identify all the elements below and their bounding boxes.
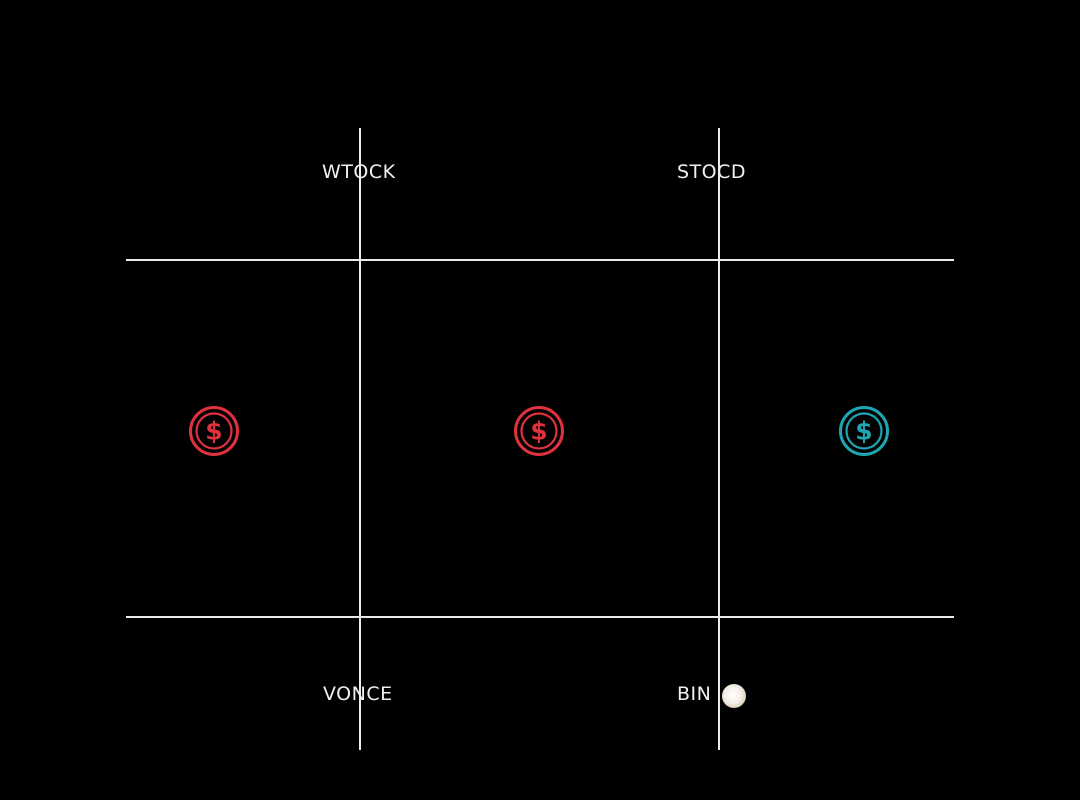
dollar-circle-icon[interactable]: $ (513, 405, 565, 457)
cursor-dot (722, 684, 746, 708)
grid-line-horizontal-top (126, 259, 954, 261)
dollar-circle-icon[interactable]: $ (188, 405, 240, 457)
grid-line-horizontal-bottom (126, 616, 954, 618)
label-top-right: STOCD (677, 161, 747, 183)
label-top-left: WTOCK (322, 161, 396, 183)
grid-line-vertical-right (718, 128, 720, 750)
grid-line-vertical-left (359, 128, 361, 750)
dollar-circle-icon[interactable]: $ (838, 405, 890, 457)
svg-text:$: $ (205, 417, 222, 446)
label-bottom-left: VONCE (323, 683, 393, 705)
label-bottom-right: BIN (677, 683, 712, 705)
svg-text:$: $ (855, 417, 872, 446)
svg-text:$: $ (530, 417, 547, 446)
